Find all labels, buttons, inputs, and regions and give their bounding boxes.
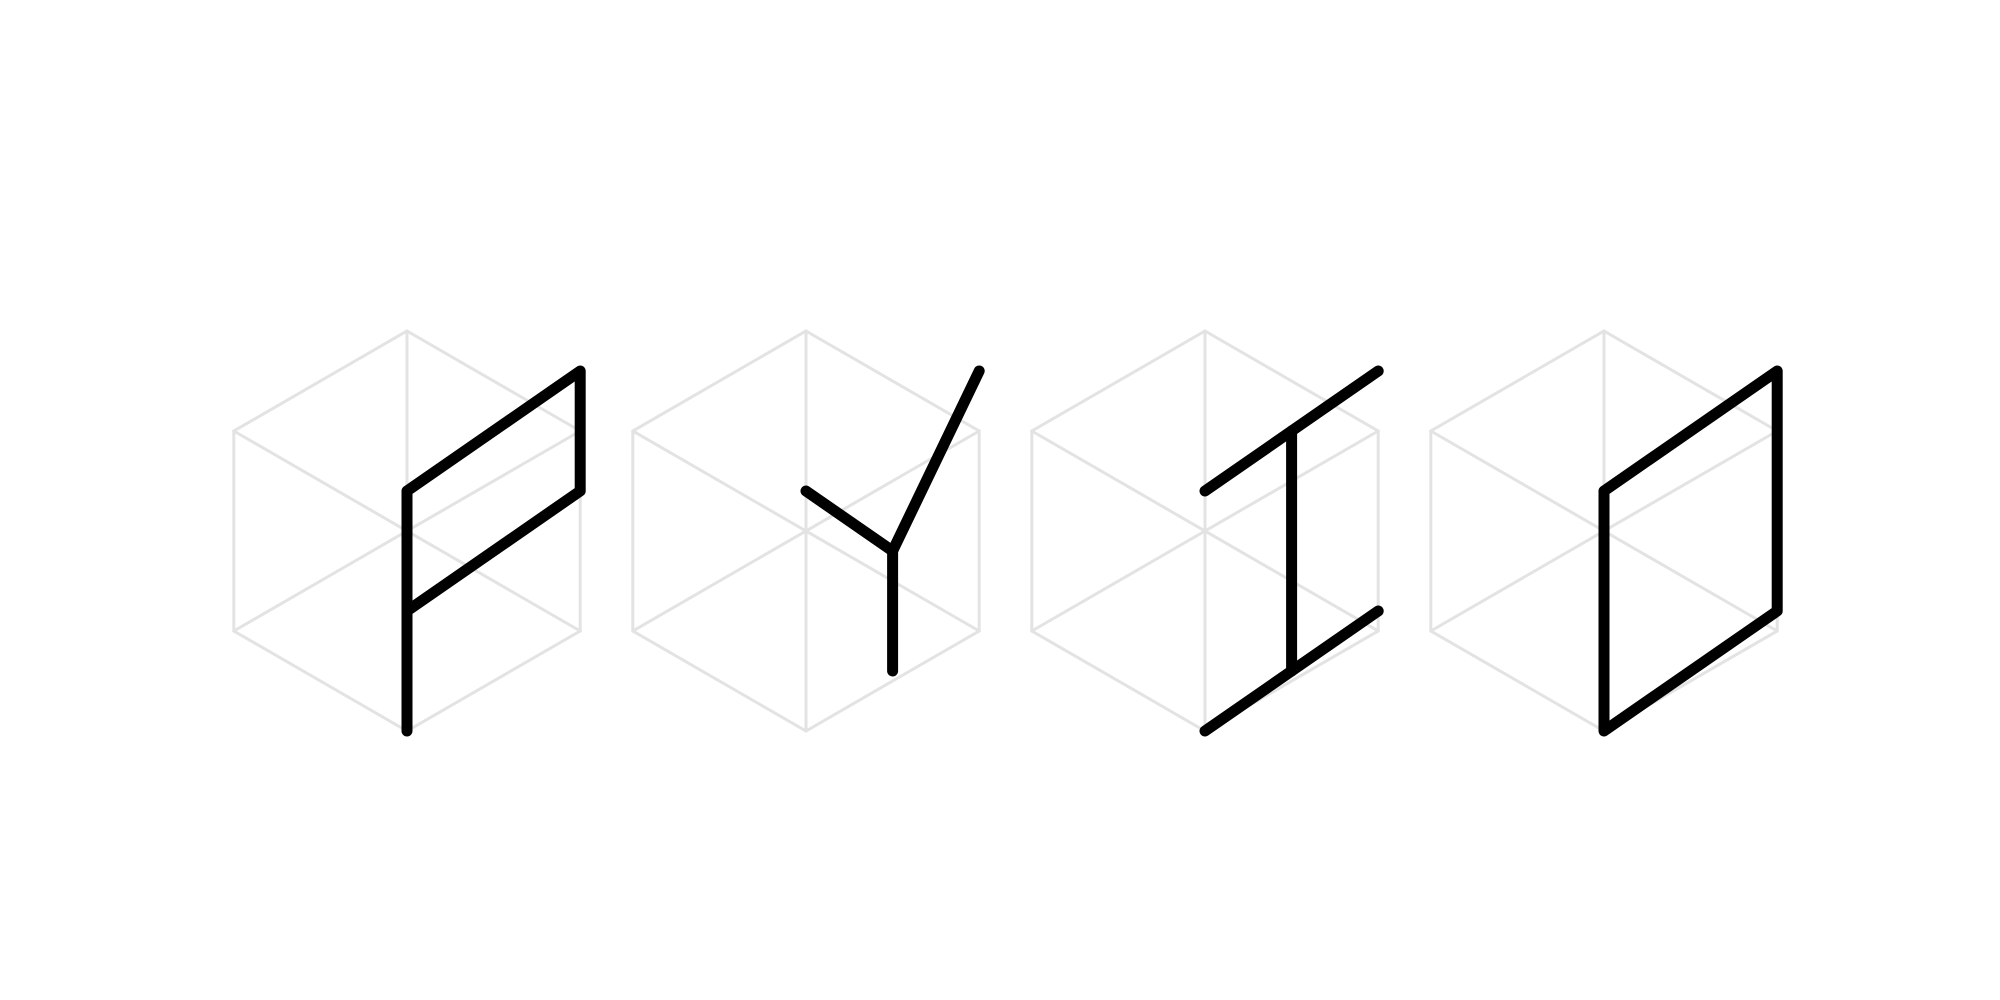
glyph-stroke [800, 365, 985, 557]
hex-guide-grid [631, 329, 981, 733]
glyph-2 [800, 365, 985, 677]
hex-grid-cell [232, 329, 586, 737]
hex-guide-grid [1030, 329, 1380, 733]
glyph-row [232, 329, 1783, 737]
glyph-3 [1199, 365, 1384, 737]
hex-diagonal [631, 429, 981, 633]
glyph-stroke [401, 365, 586, 737]
hex-grid-cell [631, 329, 985, 733]
glyph-4 [1598, 365, 1783, 737]
glyph-1 [401, 365, 586, 737]
hex-grid-cell [1030, 329, 1384, 737]
hex-grid-cell [1429, 329, 1783, 737]
glyph-stroke [1598, 365, 1783, 737]
glyph-stroke [1199, 605, 1384, 737]
hex-diagonal [1030, 429, 1380, 633]
